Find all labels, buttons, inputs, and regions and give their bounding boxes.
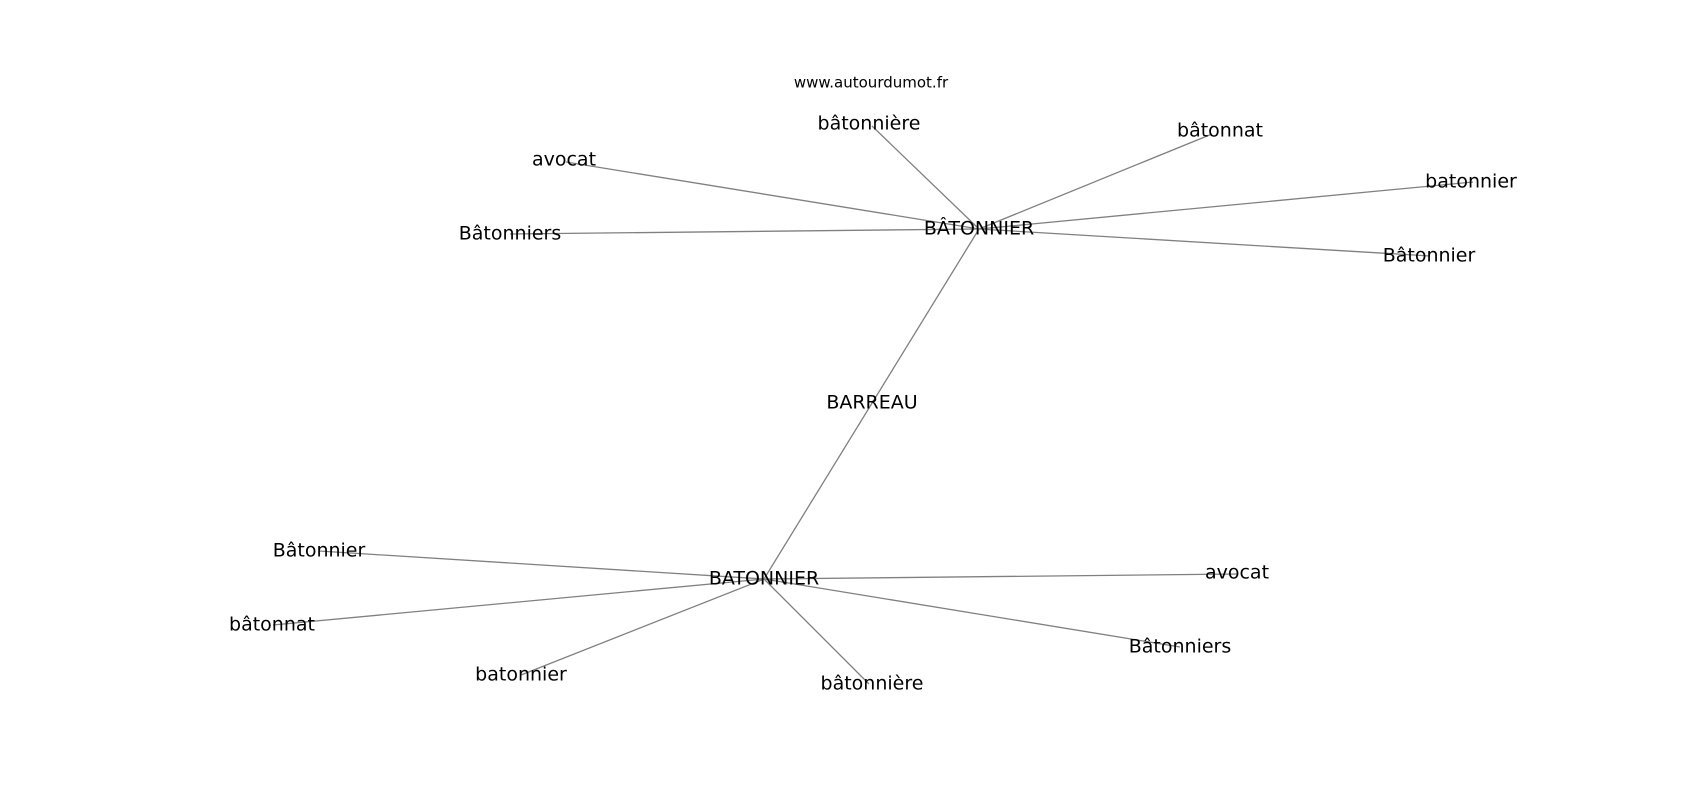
edge-hub_plain-b_batonnat xyxy=(272,578,765,626)
edge-hub_plain-b_batonnier_lc xyxy=(520,578,765,676)
node-label-a_batonnier_lc: batonnier xyxy=(1425,171,1517,193)
edge-hub_accent-a_batonniere xyxy=(871,125,980,230)
node-label-b_avocat: avocat xyxy=(1205,562,1269,584)
node-label-b_batonnat: bâtonnat xyxy=(229,614,315,636)
node-label-a_avocat: avocat xyxy=(532,149,596,171)
node-label-b_batonniere: bâtonnière xyxy=(821,673,924,695)
node-label-a_batonnat: bâtonnat xyxy=(1177,120,1263,142)
edges-layer xyxy=(272,125,1474,685)
edge-hub_plain-b_avocat xyxy=(763,573,1239,580)
node-label-a_batonnier_cap: Bâtonnier xyxy=(1383,245,1476,267)
node-label-b_batonnier_lc: batonnier xyxy=(475,664,567,686)
edge-hub_accent-hub_plain xyxy=(763,228,980,580)
node-label-b_batonniers: Bâtonniers xyxy=(1129,636,1232,658)
edge-hub_accent-a_batonnier_cap xyxy=(978,228,1431,257)
edge-hub_accent-a_avocat xyxy=(565,161,980,230)
edge-hub_plain-b_batonniere xyxy=(763,578,870,685)
edge-hub_accent-a_batonnat xyxy=(978,133,1213,230)
edge-hub_accent-a_batonnier_lc xyxy=(978,181,1474,230)
edge-hub_plain-b_batonniers xyxy=(763,578,1181,648)
edge-hub_plain-b_batonnier_cap xyxy=(318,550,765,580)
edge-hub_accent-a_batonniers xyxy=(509,228,980,235)
nodes-layer: BARREAU BÂTONNIER BATONNIER bâtonnière bâton… xyxy=(229,113,1517,695)
node-label-barreau: BARREAU xyxy=(826,392,917,414)
watermark-text: www.autourdumot.fr xyxy=(794,74,949,92)
node-label-a_batonniers: Bâtonniers xyxy=(459,223,562,245)
node-label-hub_accent: BÂTONNIER xyxy=(924,217,1034,240)
node-label-a_batonniere: bâtonnière xyxy=(818,113,921,135)
node-label-b_batonnier_cap: Bâtonnier xyxy=(273,540,366,562)
node-label-hub_plain: BATONNIER xyxy=(709,568,819,590)
